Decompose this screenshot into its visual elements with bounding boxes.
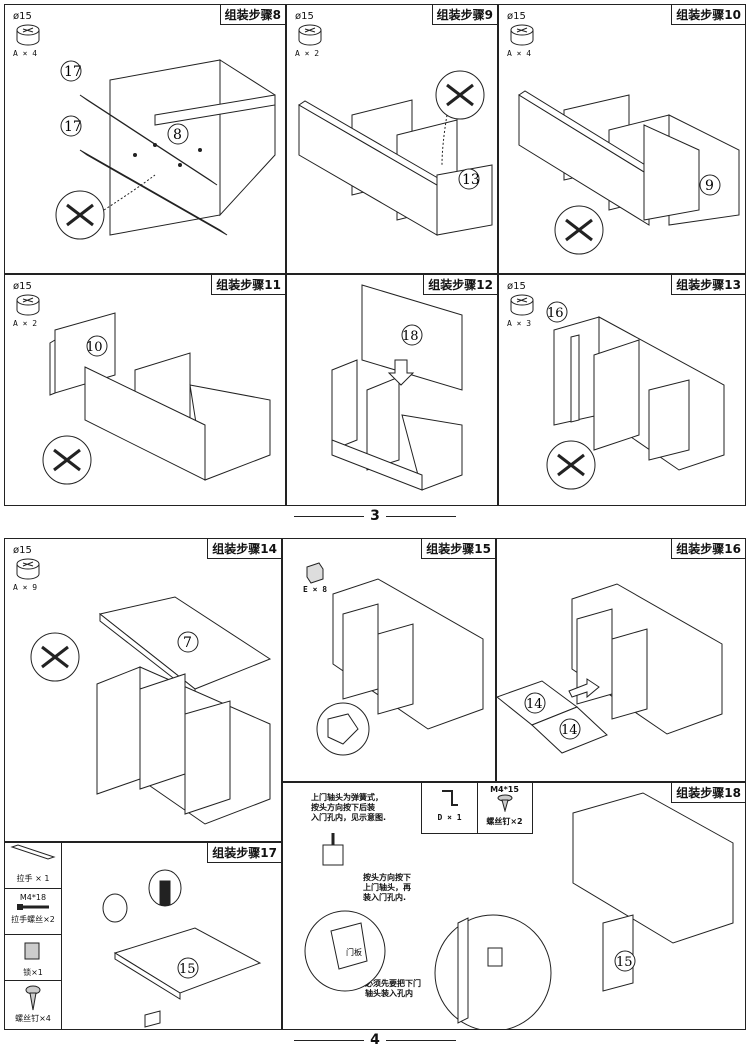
lock-part: 锁×1 <box>5 935 61 981</box>
step-13-title: 组装步骤13 <box>671 275 745 295</box>
step-12-title: 组装步骤12 <box>423 275 497 295</box>
step-12-panel: 组装步骤12 18 <box>286 274 498 506</box>
step-15-diagram <box>316 578 484 756</box>
step-15-title: 组装步骤15 <box>421 539 495 559</box>
step-18-hardware-list: D × 1 M4*15 螺丝钉×2 <box>421 783 533 834</box>
note-press: 按头方向按下 上门轴头，再 装入门孔内. <box>363 873 411 902</box>
note-bottom: 必须先要把下门 轴头装入孔内 <box>365 979 421 998</box>
step-9-diagram: 13 <box>298 70 493 236</box>
part-label: 18 <box>402 329 419 344</box>
part-label: 17 <box>64 119 82 135</box>
step-8-panel: 组装步骤8 ø15 A × 4 17 17 8 <box>4 4 286 274</box>
part-label: 7 <box>183 635 192 651</box>
part-label: 15 <box>616 955 633 970</box>
part-label: 14 <box>526 697 543 712</box>
step-9-title: 组装步骤9 <box>431 5 497 25</box>
step-8-title: 组装步骤8 <box>219 5 285 25</box>
step-17-panel: 组装步骤17 拉手 × 1 M4*18 拉手螺丝×2 锁×1 螺丝钉×4 <box>4 842 282 1030</box>
step-14-title: 组装步骤14 <box>207 539 281 559</box>
step-11-title: 组装步骤11 <box>211 275 285 295</box>
cam-lock-icon: ø15 A × 2 <box>13 281 40 328</box>
step-18-panel: 组装步骤18 D × 1 M4*15 螺丝钉×2 上门轴头为弹簧式， 按头方向按… <box>282 782 746 1030</box>
handle-part: 拉手 × 1 <box>5 843 61 889</box>
step-13-diagram: 16 <box>546 301 725 490</box>
part-label: 10 <box>86 340 103 355</box>
cam-lock-icon: ø15 A × 9 <box>13 545 40 592</box>
step-17-title: 组装步骤17 <box>207 843 281 863</box>
step-16-title: 组装步骤16 <box>671 539 745 559</box>
step-10-diagram: 9 <box>518 90 740 255</box>
part-label: 14 <box>561 723 578 738</box>
part-label: 8 <box>173 127 182 143</box>
part-label: 15 <box>179 962 196 977</box>
screw-part: 螺丝钉×4 <box>5 981 61 1029</box>
hinge-d-part: D × 1 <box>422 783 478 833</box>
step-11-diagram: 10 <box>42 312 271 485</box>
cam-lock-icon: ø15 A × 2 <box>295 11 322 58</box>
step-18-diagram: 门板 15 <box>304 792 734 1029</box>
cam-lock-icon: ø15 A × 4 <box>507 11 534 58</box>
door-label: 门板 <box>346 947 362 957</box>
cam-lock-icon: ø15 A × 3 <box>507 281 534 328</box>
part-label: 9 <box>705 178 714 194</box>
note-top: 上门轴头为弹簧式， 按头方向按下后装 入门孔内，见示意图. <box>311 793 387 822</box>
step-14-diagram: 7 <box>30 596 272 825</box>
page-number: 3 <box>0 508 750 524</box>
part-label: 17 <box>64 64 82 80</box>
step-8-diagram: 17 17 8 <box>55 59 276 240</box>
handle-screw-part: M4*18 拉手螺丝×2 <box>5 889 61 935</box>
step-16-diagram: 14 14 <box>497 583 723 754</box>
step-15-panel: 组装步骤15 E × 8 <box>282 538 496 782</box>
hinge-icon: E × 8 <box>303 561 343 594</box>
step-14-panel: 组装步骤14 ø15 A × 9 7 <box>4 538 282 842</box>
part-label: 16 <box>547 306 564 321</box>
part-label: 13 <box>462 172 480 188</box>
step-18-title: 组装步骤18 <box>671 783 745 803</box>
page-number: 4 <box>0 1032 750 1048</box>
cam-lock-icon: ø15 A × 4 <box>13 11 40 58</box>
step-16-panel: 组装步骤16 14 14 <box>496 538 746 782</box>
screw-m4-part: M4*15 螺丝钉×2 <box>486 785 523 826</box>
step-11-panel: 组装步骤11 ø15 A × 2 10 <box>4 274 286 506</box>
page-4: 组装步骤14 ø15 A × 9 7 组装步骤15 E × <box>0 538 750 1059</box>
step-17-diagram: 15 <box>102 869 262 1028</box>
step-17-parts-list: 拉手 × 1 M4*18 拉手螺丝×2 锁×1 螺丝钉×4 <box>5 843 62 1029</box>
step-9-panel: 组装步骤9 ø15 A × 2 13 <box>286 4 498 274</box>
step-13-panel: 组装步骤13 ø15 A × 3 16 <box>498 274 746 506</box>
step-12-diagram: 18 <box>331 284 463 491</box>
page-3: 组装步骤8 ø15 A × 4 17 17 8 <box>0 4 750 524</box>
step-10-title: 组装步骤10 <box>671 5 745 25</box>
step-10-panel: 组装步骤10 ø15 A × 4 9 <box>498 4 746 274</box>
